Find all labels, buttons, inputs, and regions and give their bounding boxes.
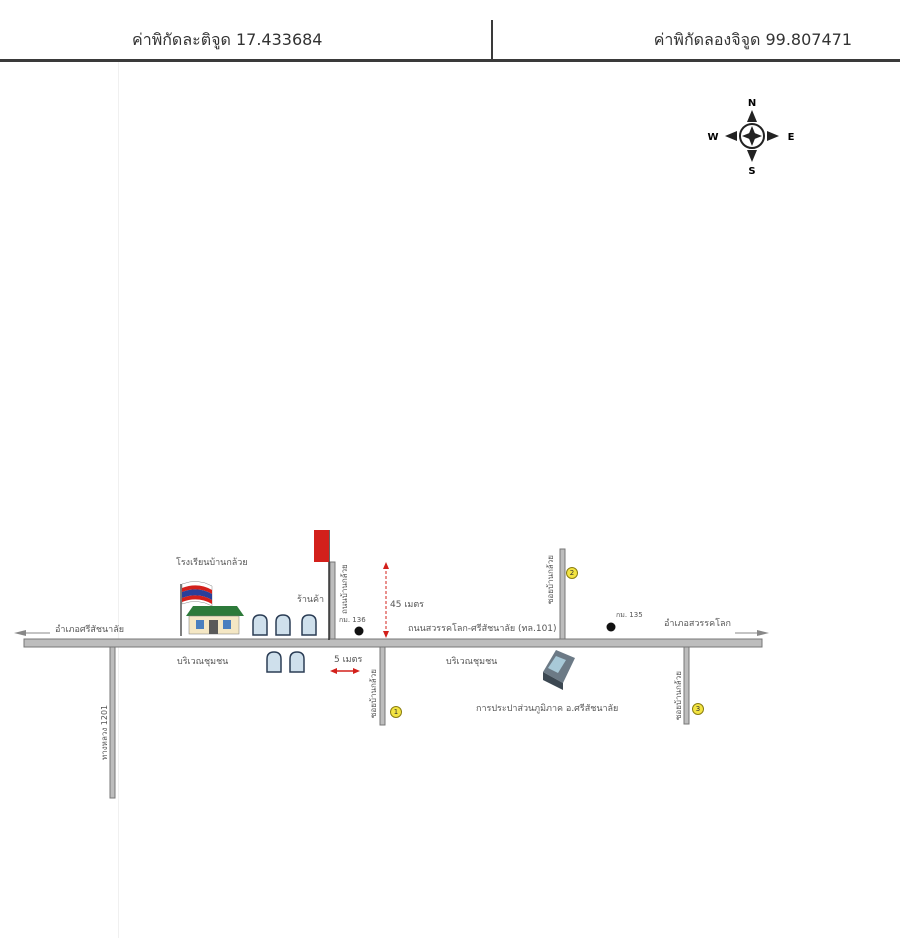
- main-road-label: ถนนสวรรคโลก-ศรีสัชนาลัย (ทล.101): [408, 624, 557, 634]
- community-right-label: บริเวณชุมชน: [446, 657, 498, 667]
- longitude-text: ค่าพิกัดลองจิจูด 99.807471: [653, 30, 852, 49]
- distance-arrow-horizontal: [330, 668, 360, 674]
- main-road: [14, 630, 769, 648]
- road-1201-label: ทางหลวง 1201: [100, 704, 109, 760]
- side-road-shop-label: ถนนบ้านกล้วย: [340, 564, 349, 614]
- compass-s: S: [748, 166, 755, 177]
- shop-label: ร้านค้า: [297, 595, 325, 605]
- arrow-east-icon: [757, 630, 769, 636]
- water-authority-label: การประปาส่วนภูมิภาค อ.ศรีสัชนาลัย: [476, 704, 619, 714]
- distance-arrow-vertical: [383, 562, 389, 638]
- side-road-shop: [329, 561, 336, 640]
- marker-1: 1: [390, 706, 402, 718]
- km-135-dot: [606, 622, 616, 632]
- shop-building-icons: [252, 614, 317, 673]
- to-si-satchanalai-label: อำเภอศรีสัชนาลัย: [55, 625, 125, 635]
- side-road-2: [559, 548, 566, 640]
- km-136-dot: [354, 626, 364, 636]
- header-divider: [491, 20, 493, 60]
- compass-w: W: [707, 132, 718, 143]
- latitude-text: ค่าพิกัดละติจูด 17.433684: [132, 30, 323, 49]
- side-road-2-label: ซอยบ้านกล้วย: [546, 555, 555, 604]
- arrow-west-icon: [14, 630, 26, 636]
- water-authority-icon: [543, 650, 575, 690]
- side-road-3: [683, 646, 690, 725]
- distance-vertical-label: 45 เมตร: [390, 600, 425, 610]
- compass-e: E: [788, 132, 795, 143]
- side-road-1: [379, 646, 386, 726]
- km-136-label: กม. 136: [339, 616, 366, 624]
- community-left-label: บริเวณชุมชน: [177, 657, 229, 667]
- side-road-3-label: ซอยบ้านกล้วย: [674, 671, 683, 720]
- to-sawankhalok-label: อำเภอสวรรคโลก: [664, 619, 731, 629]
- school-label: โรงเรียนบ้านกล้วย: [176, 558, 248, 568]
- road-1201: [109, 646, 116, 799]
- km-135-label: กม. 135: [616, 611, 643, 619]
- compass-icon: N S W E: [707, 98, 794, 177]
- compass-n: N: [748, 98, 756, 109]
- coordinates-header: ค่าพิกัดละติจูด 17.433684 ค่าพิกัดลองจิจ…: [0, 0, 900, 62]
- school-icon: [180, 581, 244, 636]
- distance-horizontal-label: 5 เมตร: [334, 655, 363, 665]
- marker-2: 2: [566, 567, 578, 579]
- target-location-marker: [314, 530, 330, 640]
- paper-fold-line: [118, 60, 119, 938]
- marker-3: 3: [692, 703, 704, 715]
- side-road-1-label: ซอยบ้านกล้วย: [369, 669, 378, 718]
